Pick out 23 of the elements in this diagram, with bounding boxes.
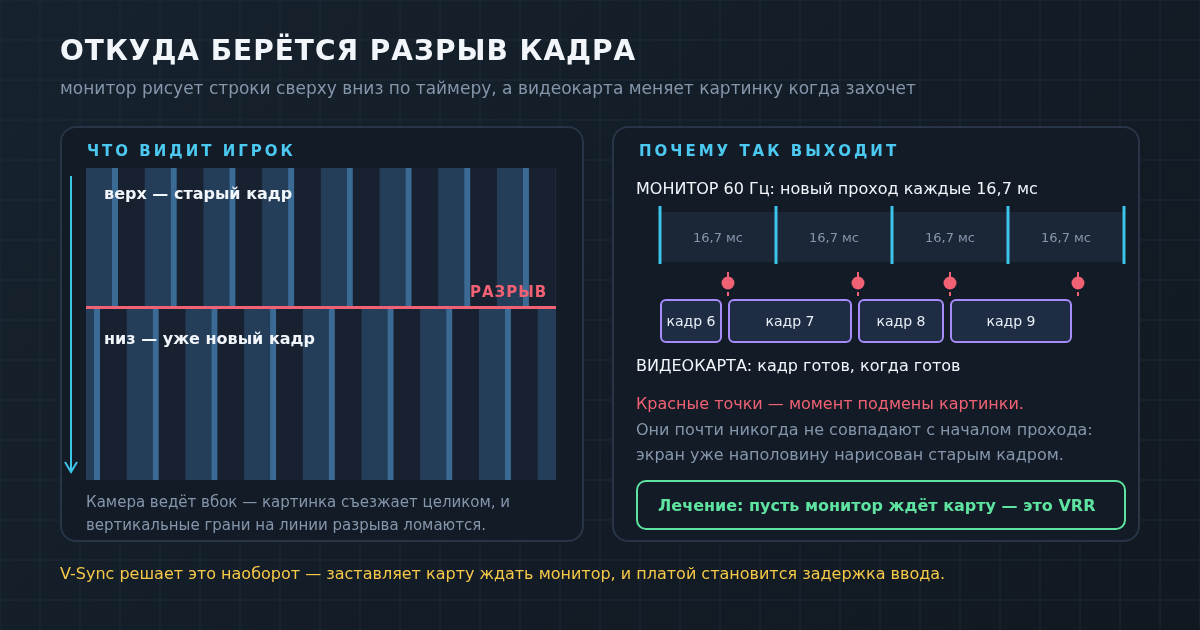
- note-text: Они почти никогда не совпадают с началом прохода: экран уже наполовину нарисован старым кадром.: [636, 419, 1094, 466]
- frame-box: кадр 7: [728, 299, 852, 343]
- footnote: V-Sync решает это наоборот — заставляет карту ждать монитор, и платой становится задержка ввода.: [60, 564, 946, 583]
- panel-heading: ПОЧЕМУ ТАК ВЫХОДИТ: [639, 142, 900, 160]
- region-label: верх — старый кадр: [104, 184, 293, 203]
- interval-cell: 16,7 мс: [1008, 212, 1124, 262]
- panel-heading: ЧТО ВИДИТ ИГРОК: [87, 142, 296, 160]
- note-text: Красные точки — момент подмены картинки.: [636, 394, 1024, 413]
- title: ОТКУДА БЕРЁТСЯ РАЗРЫВ КАДРА: [60, 34, 637, 67]
- interval-cell: 16,7 мс: [660, 212, 776, 262]
- solution-box: Лечение: пусть монитор ждёт карту — это VRR: [636, 480, 1126, 530]
- frame-box: кадр 9: [950, 299, 1072, 343]
- row-label: ВИДЕОКАРТА: кадр готов, когда готов: [636, 356, 961, 375]
- frame-box: кадр 6: [660, 299, 722, 343]
- tear-label: РАЗРЫВ: [470, 283, 548, 301]
- description-text: Камера ведёт вбок — картинка съезжает целиком, и вертикальные грани на линии разрыва ломаются.: [86, 492, 512, 536]
- region-label: низ — уже новый кадр: [104, 329, 315, 348]
- frame-box: кадр 8: [858, 299, 944, 343]
- interval-cell: 16,7 мс: [776, 212, 892, 262]
- interval-cell: 16,7 мс: [892, 212, 1008, 262]
- row-label: МОНИТОР 60 Гц: новый проход каждые 16,7 мс: [636, 179, 1038, 198]
- panel-card: [612, 126, 1140, 542]
- subtitle: монитор рисует строки сверху вниз по таймеру, а видеокарта меняет картинку когда захочет: [60, 78, 916, 98]
